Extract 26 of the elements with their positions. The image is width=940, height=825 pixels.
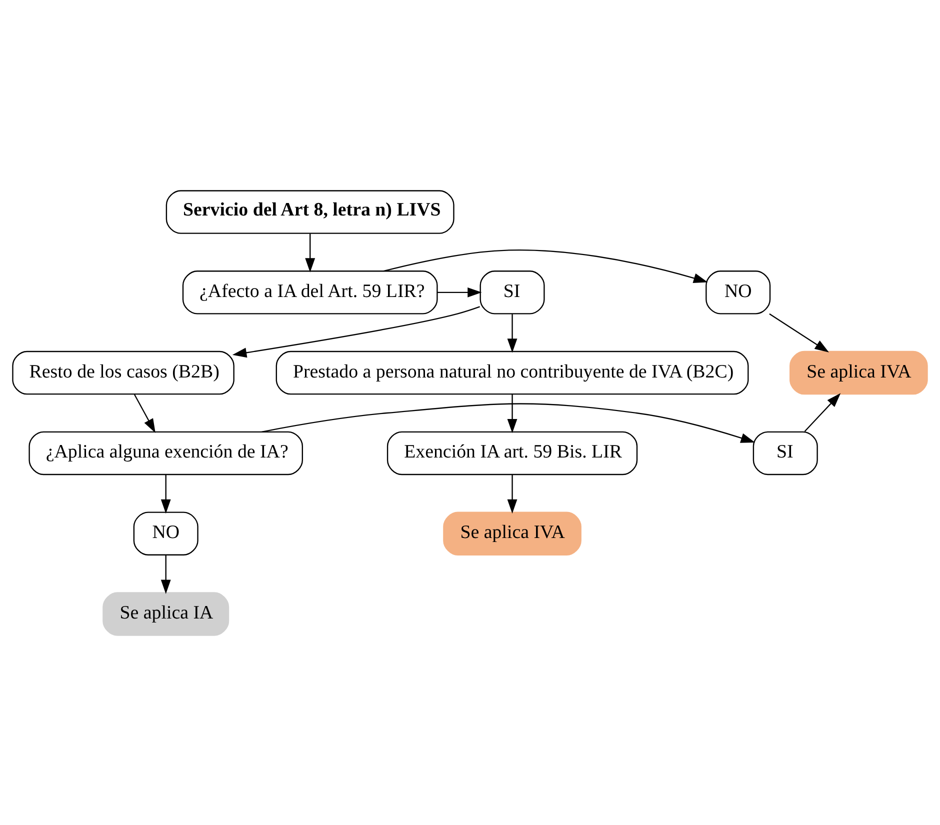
node-box: Servicio del Art 8, letra n) LIVS — [166, 190, 454, 234]
node-box: Se aplica IVA — [790, 350, 928, 394]
arrow — [262, 402, 756, 442]
arrow — [160, 474, 171, 514]
node-box: SI — [480, 270, 545, 314]
arrow — [507, 394, 518, 433]
arrow — [769, 312, 829, 352]
node-box: NO — [133, 511, 198, 555]
node-box: Se aplica IA — [102, 592, 230, 636]
arrow — [160, 554, 171, 594]
node-box: Exención IA art. 59 Bis. LIR — [386, 430, 638, 475]
arrow — [134, 394, 156, 432]
arrow — [437, 286, 482, 297]
arrow — [383, 249, 708, 282]
arrow — [305, 233, 316, 272]
node-box: Se aplica IVA — [443, 511, 582, 555]
arrow — [232, 306, 480, 358]
node-box: SI — [752, 430, 818, 475]
arrow — [507, 474, 518, 514]
node-box: ¿Afecto a IA del Art. 59 LIR? — [182, 270, 438, 314]
node-box: ¿Aplica alguna exención de IA? — [28, 430, 303, 475]
node-box: NO — [706, 270, 771, 314]
arrow — [804, 392, 841, 432]
node-box: Prestado a persona natural no contribuyente de IVA (B2C) — [276, 350, 749, 394]
node-box: Resto de los casos (B2B) — [12, 350, 234, 394]
arrow — [507, 314, 518, 352]
